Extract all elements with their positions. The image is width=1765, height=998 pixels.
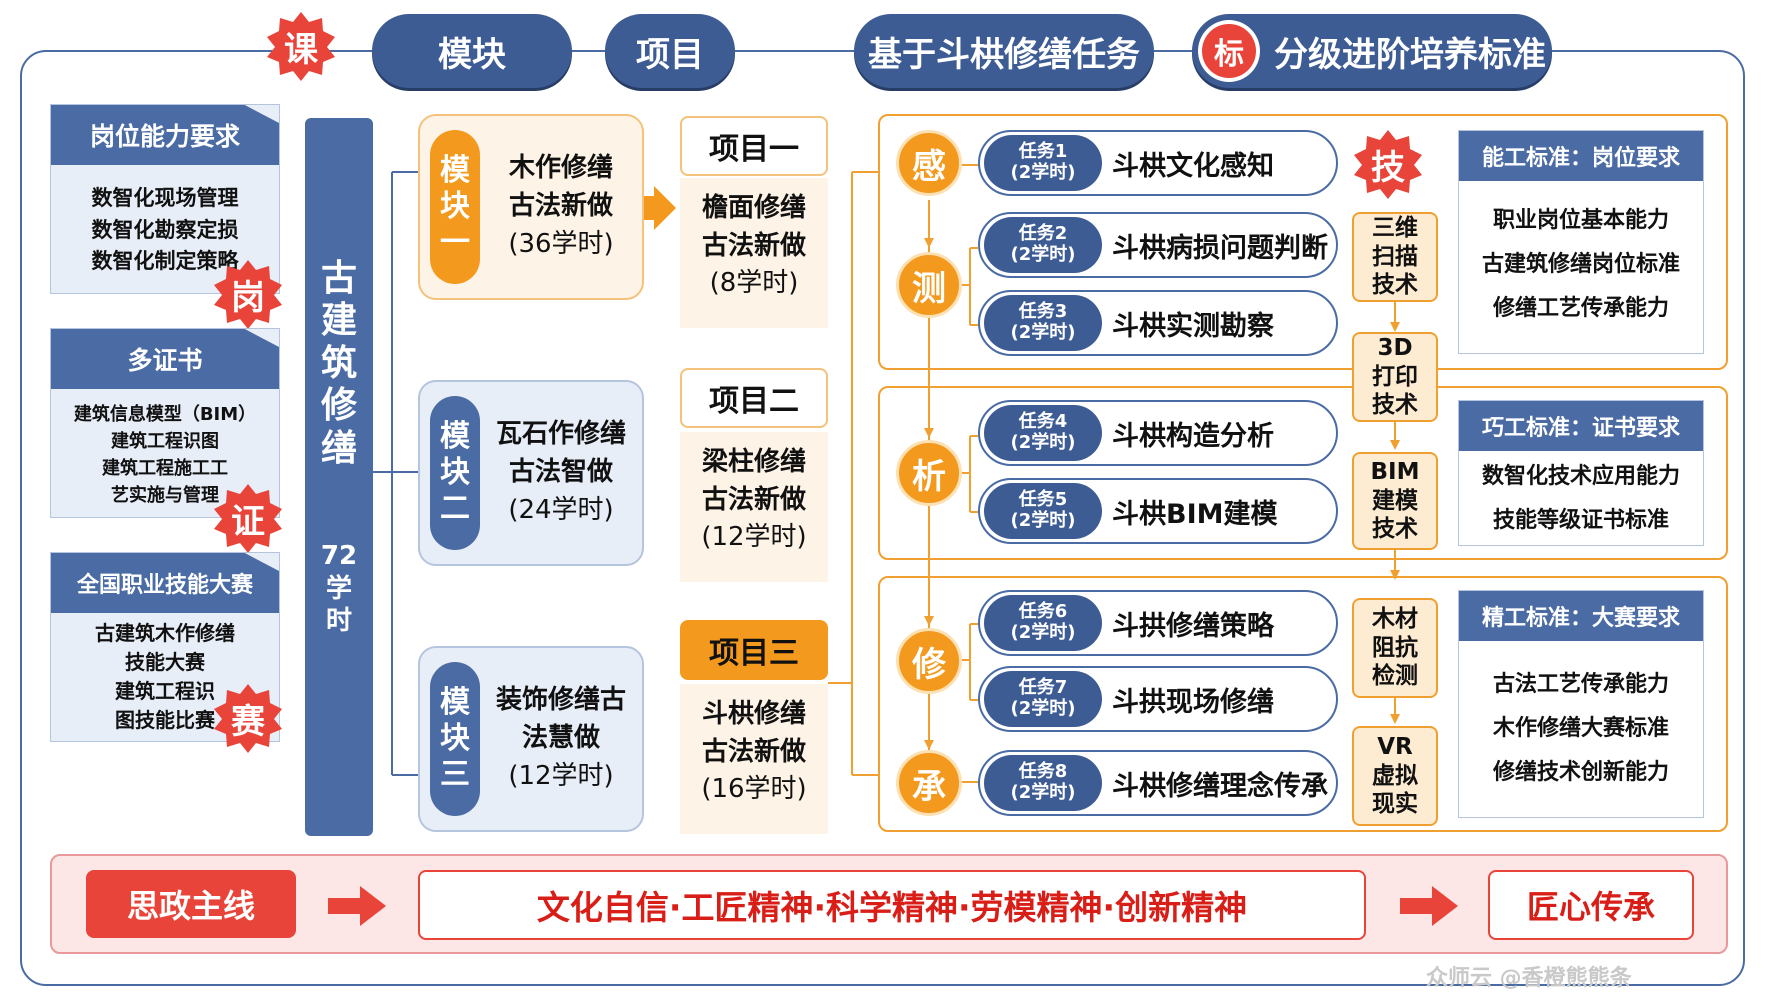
sai-item: 技能大赛 <box>125 650 205 674</box>
jiangxin-label: 匠心传承 <box>1488 870 1694 940</box>
project-1-title: 项目一 <box>680 116 828 176</box>
biao-badge: 标 <box>1198 20 1260 82</box>
sizheng-label: 思政主线 <box>86 870 296 938</box>
stage-circle: 承 <box>896 750 962 816</box>
gang-item: 数智化勘察定损 <box>91 217 239 242</box>
task-group-3 <box>878 576 1728 832</box>
task-group-2 <box>878 386 1728 560</box>
task-item: 任务4(2学时) 斗栱构造分析 <box>978 400 1338 466</box>
task-item: 任务5(2学时) 斗栱BIM建模 <box>978 478 1338 544</box>
standard-card: 能工标准：岗位要求 职业岗位基本能力古建筑修缮岗位标准修缮工艺传承能力 <box>1458 130 1704 354</box>
module-2: 模块二 瓦石作修缮古法智做(24学时) <box>418 380 644 566</box>
arrow-right-icon <box>1400 886 1458 926</box>
stage-circle: 析 <box>896 440 962 506</box>
gang-card: 岗位能力要求 数智化现场管理 数智化勘察定损 数智化制定策略 <box>50 104 280 294</box>
gang-seal: 岗 <box>212 258 284 330</box>
stage-circle: 感 <box>896 130 962 196</box>
project-2-title: 项目二 <box>680 368 828 428</box>
gang-item: 数智化制定策略 <box>91 249 239 273</box>
task-item: 任务1(2学时) 斗栱文化感知 <box>978 130 1338 196</box>
ke-seal: 课 <box>265 10 337 82</box>
stage-circle: 测 <box>896 252 962 318</box>
project-2-body: 梁柱修缮古法新做(12学时) <box>680 432 828 582</box>
ji-seal: 技 <box>1352 128 1424 200</box>
zheng-item: 艺实施与管理 <box>111 485 219 506</box>
task-item: 任务3(2学时) 斗栱实测勘察 <box>978 290 1338 356</box>
project-1-body: 檐面修缮古法新做(8学时) <box>680 178 828 328</box>
gang-item: 数智化现场管理 <box>91 186 239 210</box>
gang-title: 岗位能力要求 <box>51 105 279 165</box>
zheng-title: 多证书 <box>51 329 279 389</box>
standard-card: 巧工标准：证书要求 数智化技术应用能力技能等级证书标准 <box>1458 400 1704 546</box>
task-item: 任务6(2学时) 斗拱修缮策略 <box>978 590 1338 656</box>
task-item: 任务2(2学时) 斗栱病损问题判断 <box>978 212 1338 278</box>
zheng-card: 多证书 建筑信息模型（BIM） 建筑工程识图 建筑工程施工工 艺实施与管理 <box>50 328 280 518</box>
task-header: 基于斗栱修缮任务 <box>854 14 1154 88</box>
module-1: 模块一 木作修缮古法新做(36学时) <box>418 114 644 300</box>
spirit-values: 文化自信·工匠精神·科学精神·劳模精神·创新精神 <box>418 870 1366 940</box>
sai-title: 全国职业技能大赛 <box>51 553 279 613</box>
task-item: 任务8(2学时) 斗栱修缮理念传承 <box>978 750 1338 816</box>
tech-box: 木材阻抗检测 <box>1352 598 1438 698</box>
zheng-item: 建筑工程施工工 <box>102 458 228 479</box>
zheng-item: 建筑信息模型（BIM） <box>73 404 257 425</box>
tech-box: 三维扫描技术 <box>1352 212 1438 302</box>
arrow-right-icon <box>328 886 386 926</box>
stage-circle: 修 <box>896 628 962 694</box>
watermark: 众师云 @香橙熊熊条 <box>1426 966 1632 991</box>
module-3: 模块三 装饰修缮古法慧做(12学时) <box>418 646 644 832</box>
sai-item: 古建筑木作修缮 <box>95 621 235 645</box>
module-header: 模块 <box>372 14 572 88</box>
project-3-title: 项目三 <box>680 620 828 680</box>
sai-seal: 赛 <box>212 682 284 754</box>
sai-item: 建筑工程识 <box>115 679 215 703</box>
task-item: 任务7(2学时) 斗拱现场修缮 <box>978 666 1338 732</box>
zheng-seal: 证 <box>212 482 284 554</box>
standard-card: 精工标准：大赛要求 古法工艺传承能力木作修缮大赛标准修缮技术创新能力 <box>1458 590 1704 818</box>
sai-item: 图技能比赛 <box>115 708 215 732</box>
project-3-body: 斗栱修缮古法新做(16学时) <box>680 684 828 834</box>
zheng-item: 建筑工程识图 <box>111 431 219 452</box>
task-group-1 <box>878 114 1728 370</box>
project-header: 项目 <box>605 14 735 88</box>
